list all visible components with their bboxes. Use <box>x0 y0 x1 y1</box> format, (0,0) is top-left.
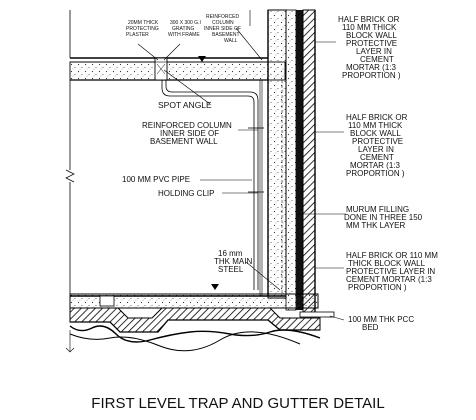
right-note-3-line: MURUM FILLING <box>346 205 409 214</box>
right-note-4-line: THICK BLOCK WALL <box>348 259 426 268</box>
reinforced-column-note: REINFORCED COLUMN INNER SIDE OF BASEMENT… <box>142 121 232 146</box>
murum-filling <box>65 307 321 353</box>
right-note-2-line: BLOCK WALL <box>350 129 401 138</box>
right-note-1-line: PROPORTION ) <box>342 71 401 80</box>
right-note-5-line: 100 MM THK PCC <box>348 315 414 324</box>
right-note-3: MURUM FILLING DONE IN THREE 150 MM THK L… <box>344 205 423 230</box>
level-marker-icon <box>198 56 206 62</box>
right-note-2-line: 110 MM THICK <box>348 121 403 130</box>
right-note-1-line: BLOCK WALL <box>346 31 397 40</box>
right-note-2: HALF BRICK OR 110 MM THICK BLOCK WALL PR… <box>346 113 408 178</box>
grating-note-line: WITH FRAME <box>168 32 200 38</box>
plaster-note-line: 20MM THICK <box>128 20 159 26</box>
right-note-1-line: PROTECTIVE <box>346 39 397 48</box>
column-note-line: INNER SIDE OF <box>204 26 241 32</box>
right-note-5-line: BED <box>362 323 379 332</box>
right-note-4-line: PROPORTION ) <box>348 283 407 292</box>
right-note-1-line: 110 MM THICK <box>342 23 397 32</box>
right-note-2-line: PROTECTIVE <box>352 137 403 146</box>
plaster-note-line: PLASTER <box>126 32 149 38</box>
grating-note-line: 300 X 300 G.I <box>170 20 201 26</box>
main-steel-line: THK MAIN <box>214 257 252 266</box>
top-slab <box>69 57 286 81</box>
grating-trap <box>154 57 259 290</box>
grating-note-line: GRATING <box>172 26 195 32</box>
column-note-line: WALL <box>224 38 238 44</box>
main-steel-line: 16 mm <box>218 249 243 258</box>
right-note-1: HALF BRICK OR 110 MM THICK BLOCK WALL PR… <box>338 15 401 80</box>
drawing-title: FIRST LEVEL TRAP AND GUTTER DETAIL <box>91 395 384 412</box>
spot-angle-label: SPOT ANGLE <box>158 100 212 110</box>
right-note-2-line: HALF BRICK OR <box>346 113 408 122</box>
right-note-1-line: LAYER IN <box>356 47 392 56</box>
leader-lines <box>137 10 346 321</box>
right-note-1-line: MORTAR (1:3 <box>346 63 396 72</box>
column-note-line: BASEMENT <box>212 32 240 38</box>
plaster-note: 20MM THICK PROTECTING PLASTER <box>126 20 159 38</box>
right-note-3-line: DONE IN THREE 150 <box>344 213 423 222</box>
right-note-2-line: MORTAR (1:3 <box>350 161 400 170</box>
right-note-3-line: MM THK LAYER <box>346 221 405 230</box>
right-note-5: 100 MM THK PCC BED <box>348 315 414 332</box>
column-note: REINFORCED COLUMN INNER SIDE OF BASEMENT… <box>204 14 241 44</box>
column-note-line: COLUMN <box>212 20 234 26</box>
right-note-1-line: HALF BRICK OR <box>338 15 400 24</box>
level-marker-bottom-icon <box>211 284 219 290</box>
reinforced-column-line: INNER SIDE OF <box>160 129 219 138</box>
right-note-4-line: HALF BRICK OR 110 MM <box>346 251 438 260</box>
main-steel-note: 16 mm THK MAIN STEEL <box>214 249 252 274</box>
reinforced-column-line: BASEMENT WALL <box>150 137 218 146</box>
right-note-4-line: CEMENT MORTAR (1:3 <box>346 275 432 284</box>
protective-brick-layer <box>285 9 316 316</box>
right-note-2-line: PROPORTION ) <box>346 169 405 178</box>
holding-clip-label: HOLDING CLIP <box>158 189 214 198</box>
grating-note: 300 X 300 G.I GRATING WITH FRAME <box>168 20 201 38</box>
basement-wall <box>267 9 287 299</box>
right-note-4-line: PROTECTIVE LAYER IN <box>346 267 435 276</box>
main-steel-line: STEEL <box>218 265 244 274</box>
reinforced-column-line: REINFORCED COLUMN <box>142 121 232 130</box>
right-note-2-line: LAYER IN <box>358 145 394 154</box>
right-note-4: HALF BRICK OR 110 MM THICK BLOCK WALL PR… <box>346 251 438 292</box>
plaster-note-line: PROTECTING <box>126 26 159 32</box>
right-note-1-line: CEMENT <box>360 55 394 64</box>
right-note-2-line: CEMENT <box>360 153 394 162</box>
pvc-pipe-label: 100 MM PVC PIPE <box>122 175 190 184</box>
column-note-line: REINFORCED <box>206 14 239 20</box>
